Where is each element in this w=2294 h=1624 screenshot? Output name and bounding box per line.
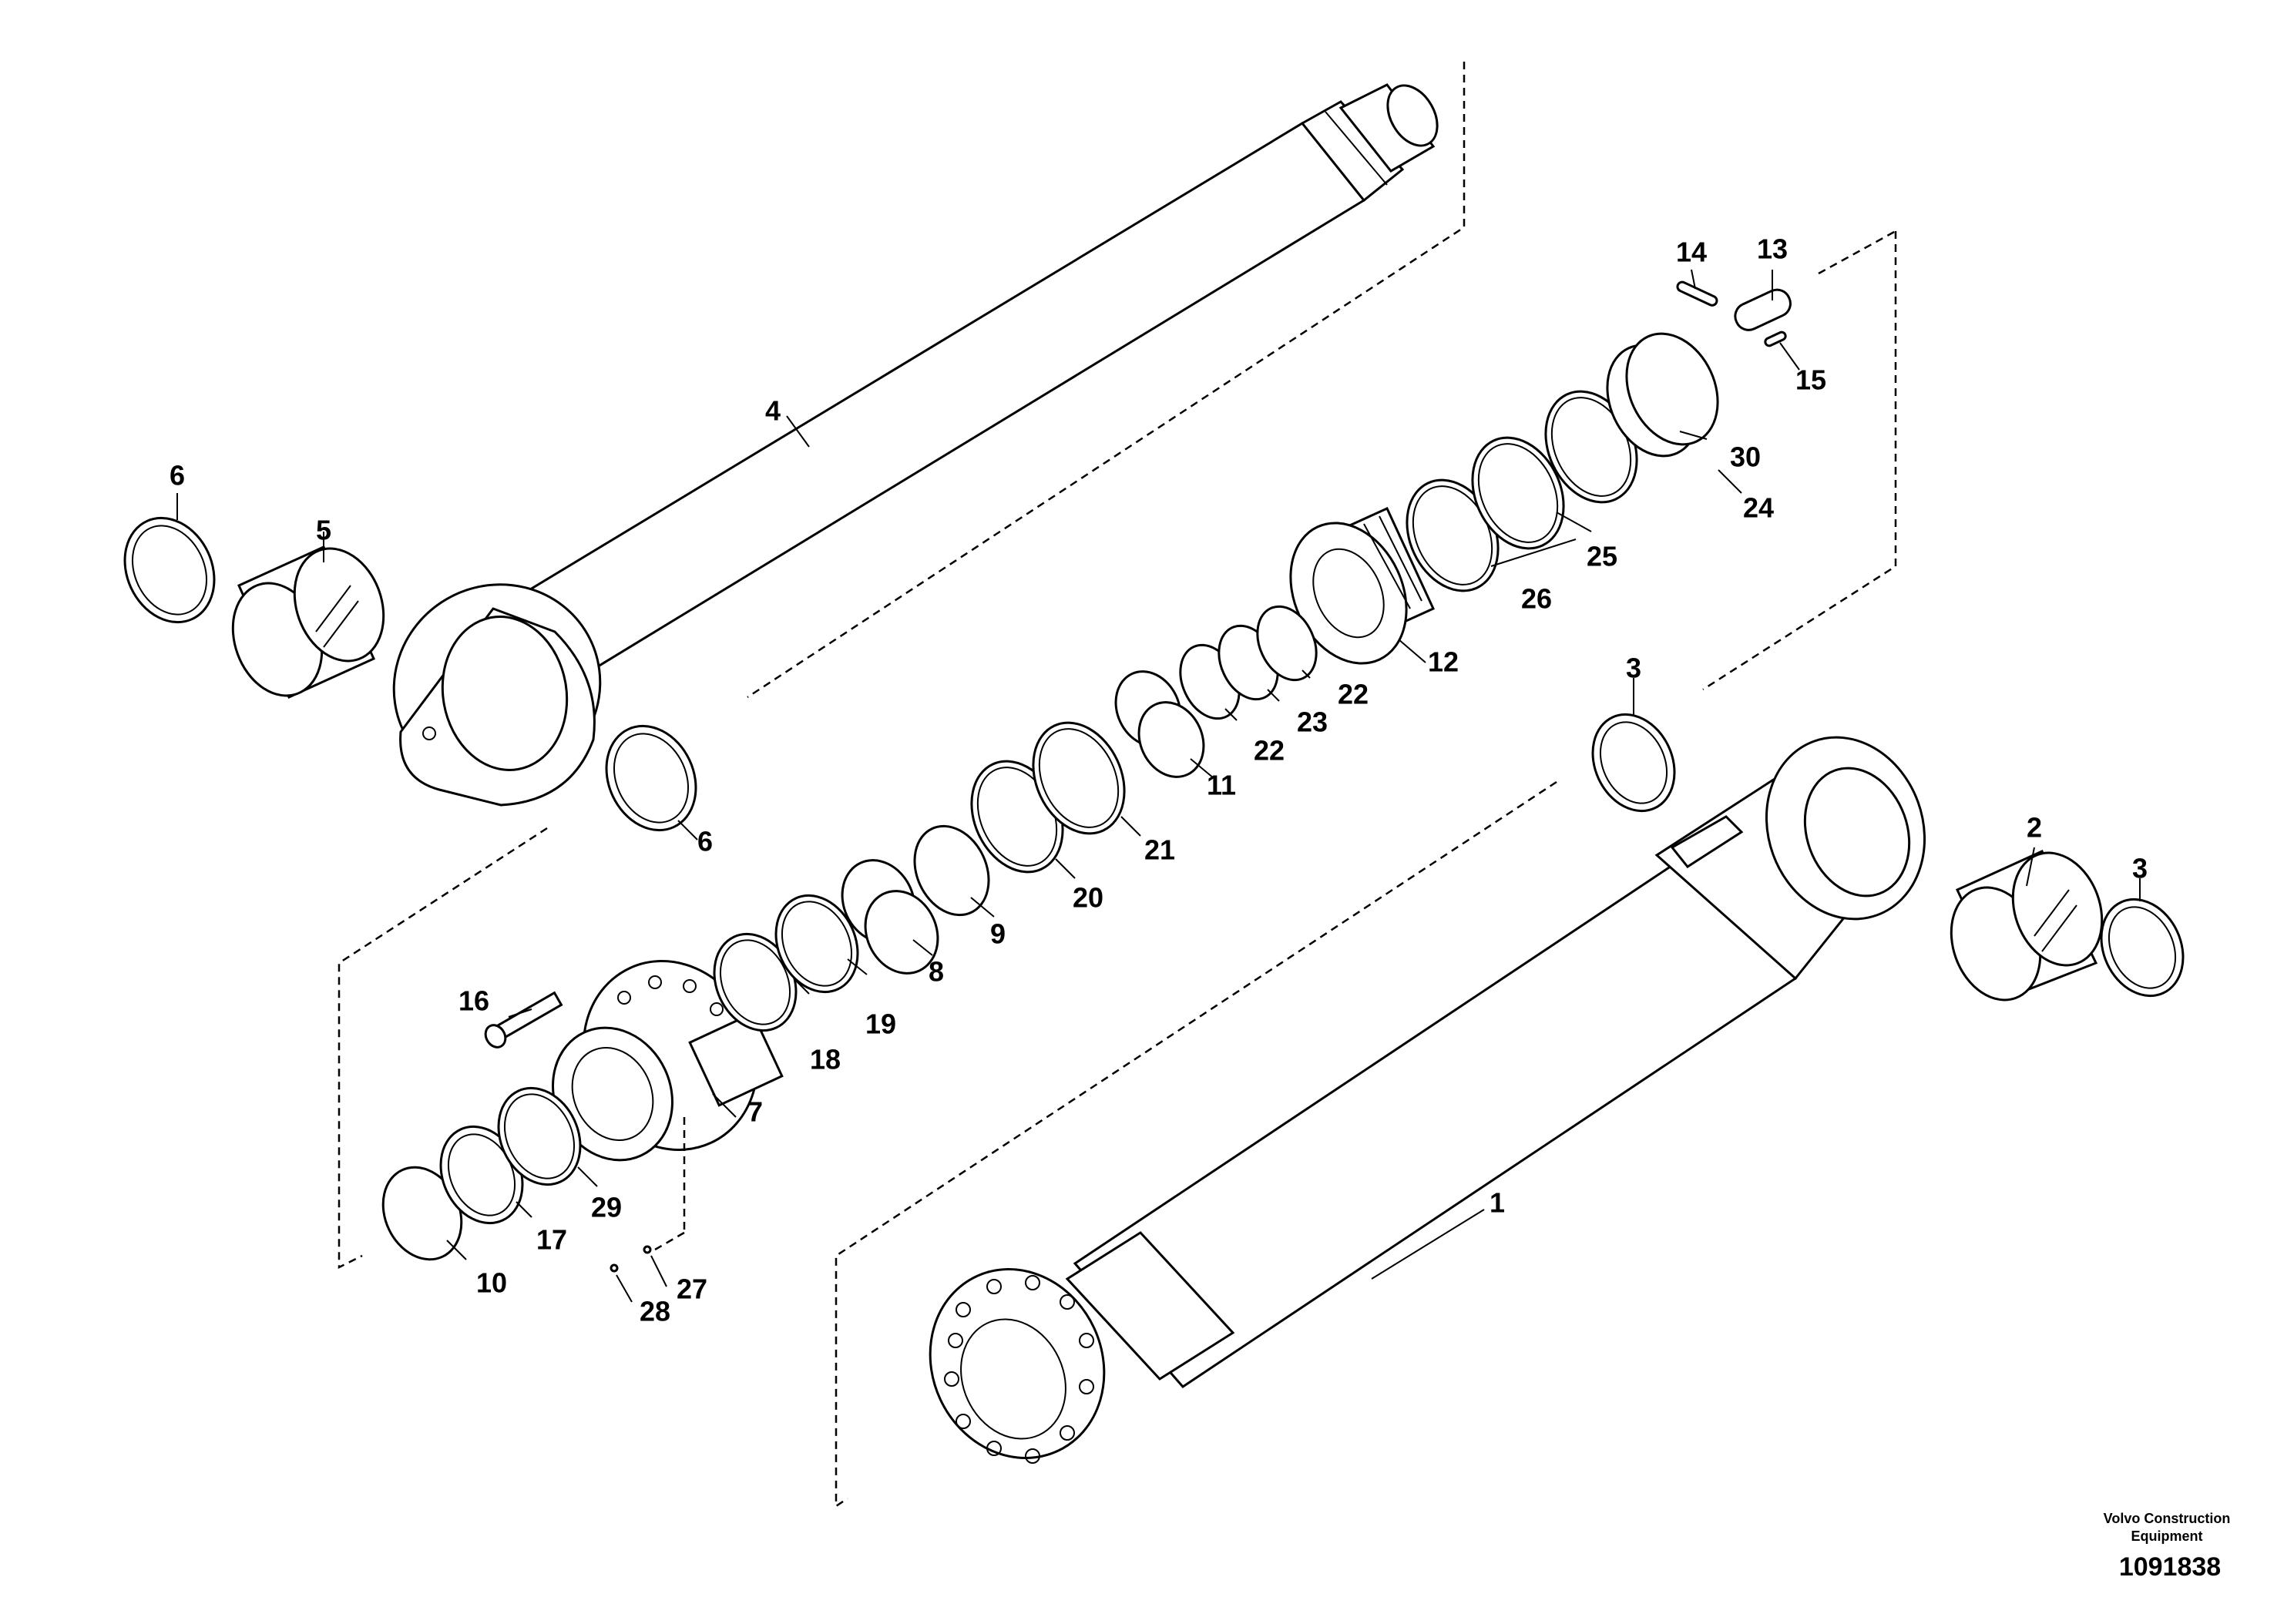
ring-part-25 <box>1471 436 1565 550</box>
label-part-29: 29 <box>591 1192 622 1223</box>
ring-seals <box>123 332 2185 1261</box>
assembly-frames <box>338 62 1897 1508</box>
company-name-line2: Equipment <box>2131 1528 2203 1544</box>
label-part-17: 17 <box>536 1224 567 1256</box>
label-part-27: 27 <box>677 1273 707 1305</box>
ball-part-28 <box>610 1263 619 1273</box>
label-part-3-upper: 3 <box>1626 653 1641 684</box>
piston-rod-part-4 <box>392 83 1439 807</box>
label-part-1: 1 <box>1490 1187 1505 1219</box>
sleeve-part-11 <box>1114 670 1205 778</box>
ring-part-6-lower <box>605 724 697 832</box>
label-part-22-upper: 22 <box>1338 679 1369 710</box>
label-part-22-lower: 22 <box>1254 735 1285 767</box>
ring-part-22-upper <box>1256 605 1318 682</box>
label-part-19: 19 <box>865 1008 896 1040</box>
label-part-20: 20 <box>1073 882 1103 914</box>
label-part-7: 7 <box>747 1096 763 1128</box>
label-part-10: 10 <box>476 1267 507 1299</box>
label-part-23: 23 <box>1297 706 1328 738</box>
sleeve-part-8 <box>841 859 939 975</box>
label-part-6-upper: 6 <box>170 460 185 492</box>
label-part-18: 18 <box>810 1044 841 1075</box>
footer: Volvo Construction Equipment 1091838 <box>2104 1511 2231 1582</box>
ring-part-3-lower <box>2100 898 2185 998</box>
ball-part-27 <box>643 1245 652 1254</box>
cylinder-head-part-7 <box>552 960 784 1162</box>
label-part-24: 24 <box>1743 492 1774 524</box>
company-name-line1: Volvo Construction <box>2104 1511 2231 1526</box>
ring-part-19 <box>774 894 859 994</box>
label-part-28: 28 <box>640 1296 670 1327</box>
label-part-15: 15 <box>1795 364 1826 396</box>
label-part-3-lower: 3 <box>2132 853 2148 884</box>
part-labels: 1 2 3 3 4 5 6 6 7 8 9 10 11 12 13 14 15 … <box>170 233 2148 1327</box>
pin-part-13 <box>1734 288 1792 331</box>
ring-part-21 <box>1032 721 1126 835</box>
ring-part-29 <box>497 1086 582 1186</box>
label-part-25: 25 <box>1587 541 1617 572</box>
leader-lines <box>176 269 2141 1303</box>
label-part-14: 14 <box>1676 237 1707 268</box>
label-part-12: 12 <box>1428 646 1459 678</box>
label-part-21: 21 <box>1144 834 1175 866</box>
label-part-11: 11 <box>1207 770 1236 801</box>
label-part-9: 9 <box>990 918 1006 950</box>
label-part-8: 8 <box>929 956 944 988</box>
cylinder-tube-part-1 <box>929 736 1926 1464</box>
bushing-part-2 <box>1950 850 2104 1002</box>
bushing-part-5 <box>231 545 385 699</box>
label-part-5: 5 <box>316 515 331 546</box>
label-part-4: 4 <box>765 395 781 427</box>
label-part-16: 16 <box>458 985 489 1017</box>
ring-part-6-upper <box>123 516 216 624</box>
label-part-26: 26 <box>1521 583 1552 615</box>
piston-part-12 <box>1289 507 1435 665</box>
pin-part-15 <box>1764 331 1787 347</box>
drawing-number: 1091838 <box>2119 1552 2221 1582</box>
label-part-30: 30 <box>1730 441 1761 473</box>
pin-part-14 <box>1676 280 1718 307</box>
ring-part-3-upper <box>1591 713 1676 813</box>
label-part-2: 2 <box>2027 812 2042 844</box>
label-part-6-lower: 6 <box>697 826 713 857</box>
small-hardware <box>484 280 1792 1273</box>
label-part-13: 13 <box>1757 233 1788 265</box>
ring-part-9 <box>913 824 990 917</box>
